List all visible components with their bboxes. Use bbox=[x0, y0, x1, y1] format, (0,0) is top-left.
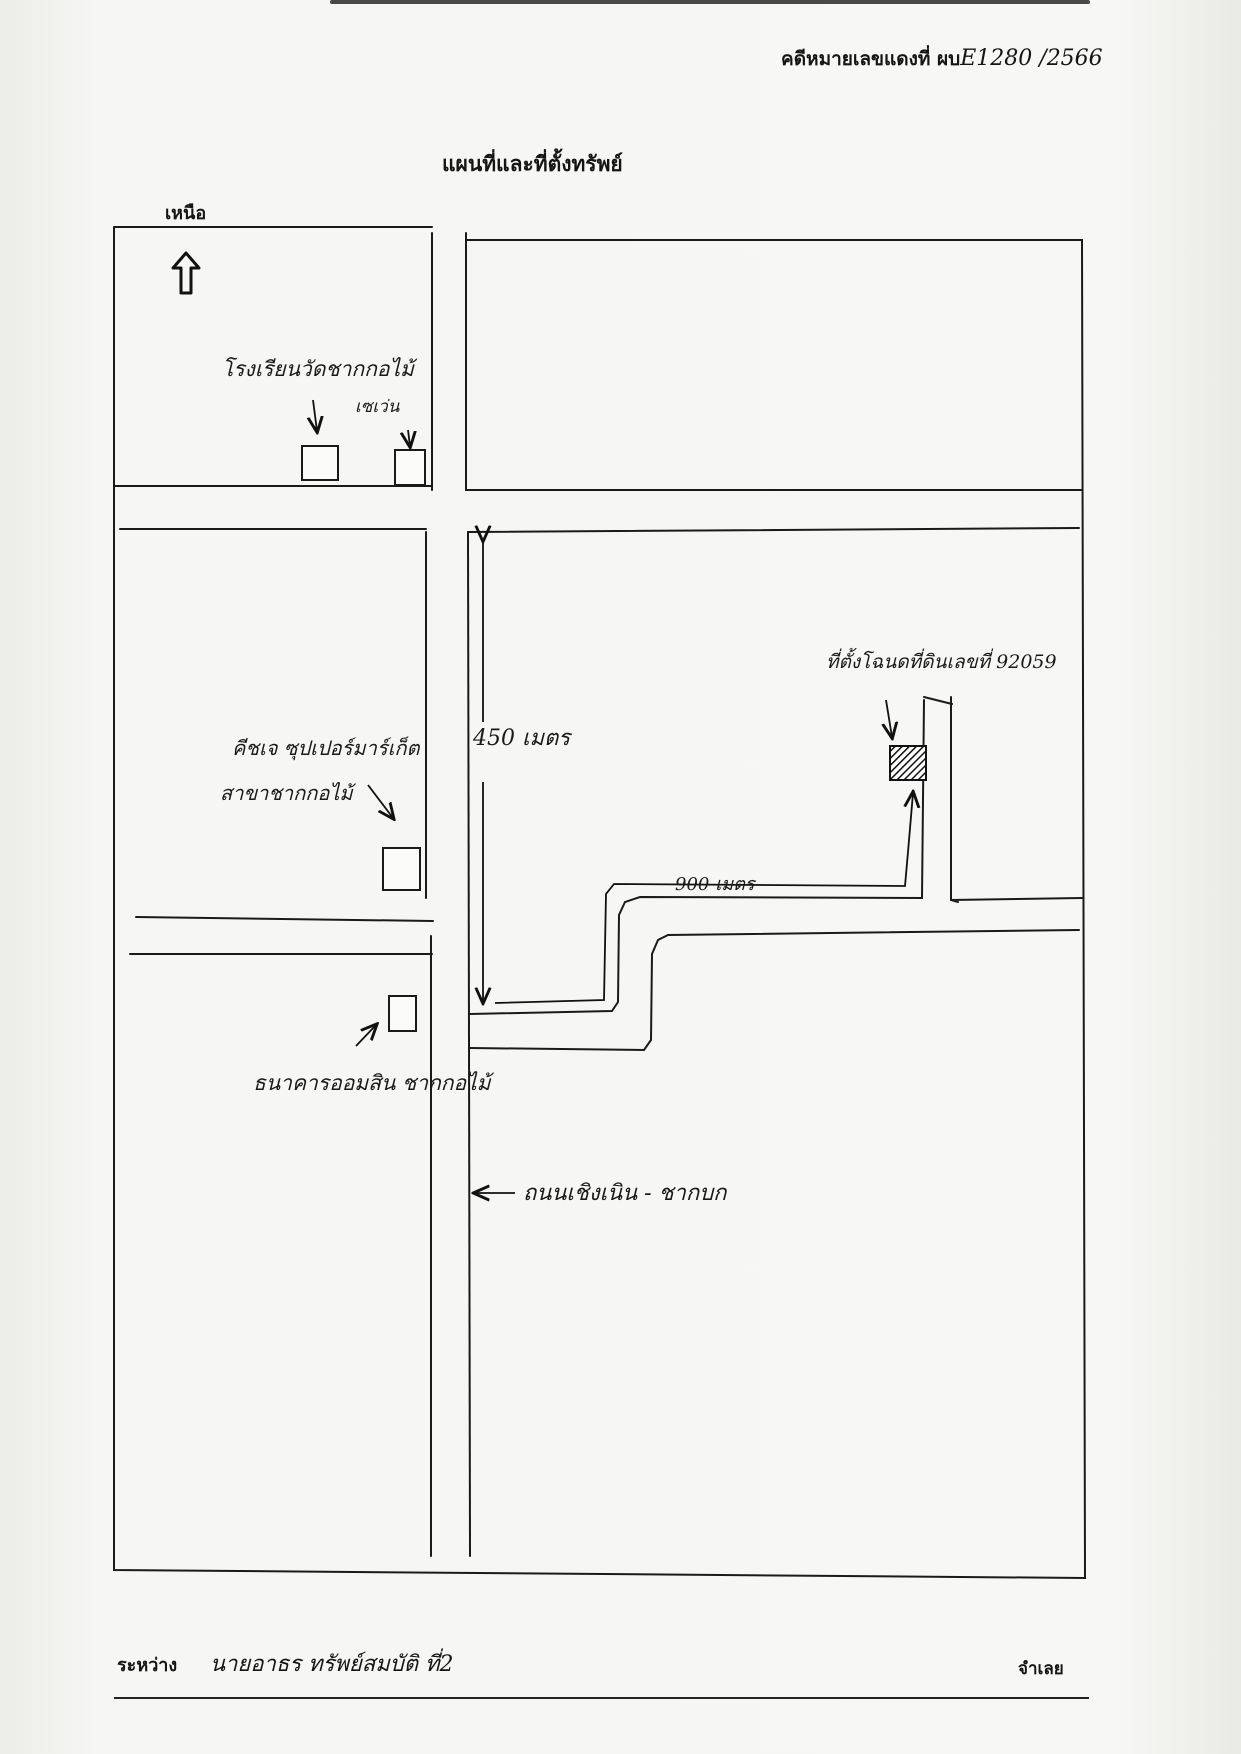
north-label: เหนือ bbox=[165, 203, 207, 224]
supermarket-label-line2: สาขาชากกอไม้ bbox=[220, 781, 357, 805]
bank-pointer-arrow bbox=[355, 1025, 376, 1047]
distance-450-label: 450 เมตร bbox=[472, 726, 573, 751]
property-label: ที่ตั้งโฉนดที่ดินเลขที่ 92059 bbox=[826, 647, 1057, 673]
property-pointer-arrow bbox=[886, 699, 892, 737]
between-label: ระหว่าง bbox=[117, 1655, 178, 1676]
case-number-label: คดีหมายเลขแดงที่ ผบ bbox=[781, 48, 961, 70]
footer-divider bbox=[114, 1697, 1089, 1699]
bank-building bbox=[388, 995, 417, 1032]
school-label: โรงเรียนวัดชากกอไม้ bbox=[222, 357, 418, 381]
seven-eleven-pointer-arrow bbox=[408, 429, 410, 446]
bank-label: ธนาคารออมสิน ชากกอไม้ bbox=[253, 1071, 494, 1095]
supermarket-pointer-arrow bbox=[367, 784, 393, 818]
soi-north-edge bbox=[469, 929, 1080, 1052]
seven-eleven-building bbox=[394, 449, 426, 486]
case-number-header: คดีหมายเลขแดงที่ ผบE1280 /2566 bbox=[781, 44, 1103, 74]
property-parcel bbox=[889, 745, 927, 781]
defendant-label: จำเลย bbox=[1018, 1659, 1064, 1679]
scan-top-edge bbox=[330, 0, 1090, 4]
route-900-path bbox=[494, 793, 913, 1004]
map-frame bbox=[113, 226, 1087, 1580]
school-building bbox=[301, 445, 339, 481]
distance-900-label: 900 เมตร bbox=[675, 874, 757, 895]
seven-eleven-label: เซเว่น bbox=[355, 397, 400, 417]
south-road-north-edge-west bbox=[135, 916, 434, 922]
supermarket-label-line1: คีชเจ ซุปเปอร์มาร์เก็ต bbox=[232, 736, 421, 761]
school-pointer-arrow bbox=[313, 399, 317, 431]
soi-south-edge bbox=[469, 696, 1083, 1015]
north-arrow-icon bbox=[171, 251, 201, 295]
map-title: แผนที่และที่ตั้งทรัพย์ bbox=[442, 152, 623, 176]
main-road-east-edge-south bbox=[467, 531, 471, 1557]
supermarket-building bbox=[382, 847, 421, 891]
case-number-value: E1280 /2566 bbox=[960, 46, 1103, 71]
north-road-south-edge-east bbox=[467, 527, 1080, 533]
footer-handwritten-name: นายอาธร ทรัพย์สมบัติ ที่2 bbox=[210, 1652, 454, 1677]
road-name-label: ถนนเชิงเนิน - ชากบก bbox=[523, 1181, 728, 1206]
